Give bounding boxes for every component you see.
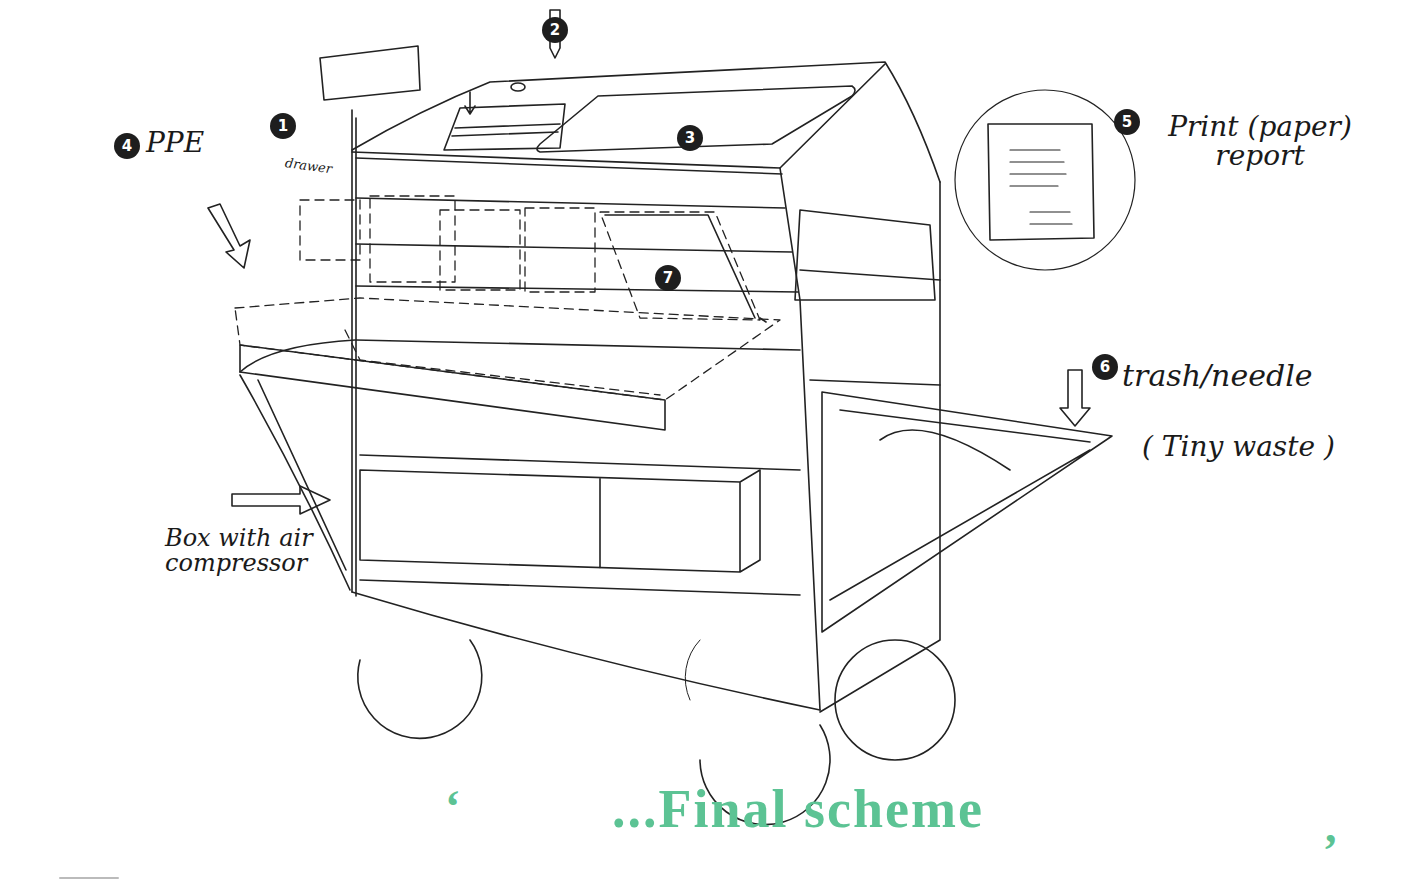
part-label: Box with air compressor bbox=[165, 526, 325, 576]
callout-text: 4 bbox=[122, 137, 132, 155]
callout-text: 5 bbox=[1122, 113, 1132, 131]
callout-number: 5 bbox=[1114, 109, 1140, 135]
callout-number: 3 bbox=[677, 125, 703, 151]
caption: ...Final scheme bbox=[612, 778, 984, 840]
callout-number: 2 bbox=[542, 17, 568, 43]
callout-text: 7 bbox=[663, 269, 673, 287]
callout-number: 4 bbox=[114, 133, 140, 159]
callout-number: 7 bbox=[655, 265, 681, 291]
part-label: trash/needle bbox=[1122, 360, 1382, 392]
part-label: ( Tiny waste ) bbox=[1142, 432, 1382, 461]
callout-text: 6 bbox=[1100, 358, 1110, 376]
part-label: drawer bbox=[284, 156, 355, 179]
quote-mark: ‘ bbox=[445, 780, 485, 833]
quote-mark: , bbox=[1325, 800, 1365, 853]
part-label: Print (paper) report bbox=[1145, 112, 1375, 171]
callout-text: 2 bbox=[550, 21, 560, 39]
callout-text: 3 bbox=[685, 129, 695, 147]
callout-number: 1 bbox=[270, 113, 296, 139]
callout-number: 6 bbox=[1092, 354, 1118, 380]
callout-text: 1 bbox=[278, 117, 288, 135]
part-label: PPE bbox=[146, 128, 236, 157]
